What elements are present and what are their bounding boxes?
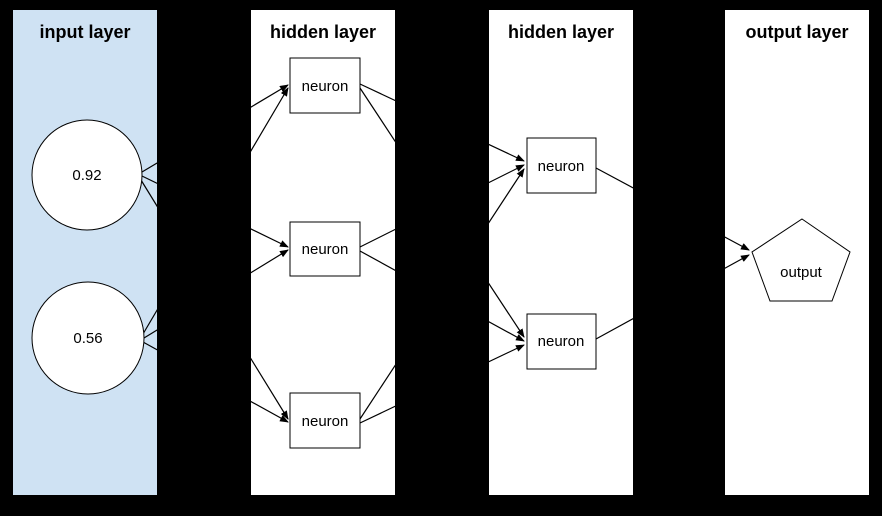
input-node-1-label: 0.92: [72, 167, 101, 184]
edge-hidden2-2-output: [595, 254, 750, 340]
edge-hidden1-3-hidden2-2: [359, 344, 525, 424]
input-node-1-circle: [31, 119, 143, 231]
hidden2-neuron-1: neuron: [526, 137, 597, 194]
hidden1-neuron-1: neuron: [289, 57, 361, 114]
input-node-1: 0.92: [31, 119, 143, 231]
edge-input2-hidden1-1: [142, 87, 289, 335]
input-node-2-label: 0.56: [73, 330, 102, 347]
input-node-2-circle: [31, 281, 145, 395]
edge-input2-hidden1-3: [142, 341, 289, 423]
edge-hidden2-1-output: [595, 167, 750, 251]
edges-hidden1-to-hidden2: [359, 83, 525, 424]
hidden1-neuron-1-label: neuron: [302, 78, 349, 95]
hidden-layer-2-title: hidden layer: [508, 22, 614, 42]
hidden2-neuron-1-label: neuron: [538, 158, 585, 175]
hidden2-neuron-2-label: neuron: [538, 333, 585, 350]
edge-hidden1-2-hidden2-1: [359, 164, 525, 248]
hidden1-neuron-3-label: neuron: [302, 413, 349, 430]
hidden-layer-2-panel: [489, 10, 633, 495]
output-layer-title: output layer: [745, 22, 848, 42]
edges-input-to-hidden1: [140, 84, 289, 423]
hidden1-neuron-3: neuron: [289, 392, 361, 449]
input-layer-title: input layer: [39, 22, 130, 42]
hidden1-neuron-2-label: neuron: [302, 241, 349, 258]
input-layer-panel: [13, 10, 157, 495]
edge-input1-hidden1-1: [141, 84, 289, 173]
hidden2-neuron-1-box: [526, 137, 597, 194]
hidden-layer-1-title: hidden layer: [270, 22, 376, 42]
edge-hidden1-2-hidden2-2: [359, 250, 525, 342]
hidden2-neuron-2-box: [526, 313, 597, 370]
hidden1-neuron-3-box: [289, 392, 361, 449]
hidden1-neuron-1-box: [289, 57, 361, 114]
hidden2-neuron-2: neuron: [526, 313, 597, 370]
edge-hidden1-3-hidden2-1: [359, 168, 525, 420]
output-node-pentagon: [751, 218, 851, 302]
output-node-label: output: [780, 264, 823, 281]
input-node-2: 0.56: [31, 281, 145, 395]
edge-hidden1-1-hidden2-1: [359, 83, 525, 162]
hidden1-neuron-2: neuron: [289, 221, 361, 277]
edges-hidden2-to-output: [595, 167, 750, 340]
edge-input1-hidden1-3: [140, 179, 289, 420]
output-node: output: [751, 218, 851, 302]
edge-input2-hidden1-2: [143, 249, 289, 339]
edge-hidden1-1-hidden2-2: [359, 87, 525, 338]
hidden1-neuron-2-box: [289, 221, 361, 277]
